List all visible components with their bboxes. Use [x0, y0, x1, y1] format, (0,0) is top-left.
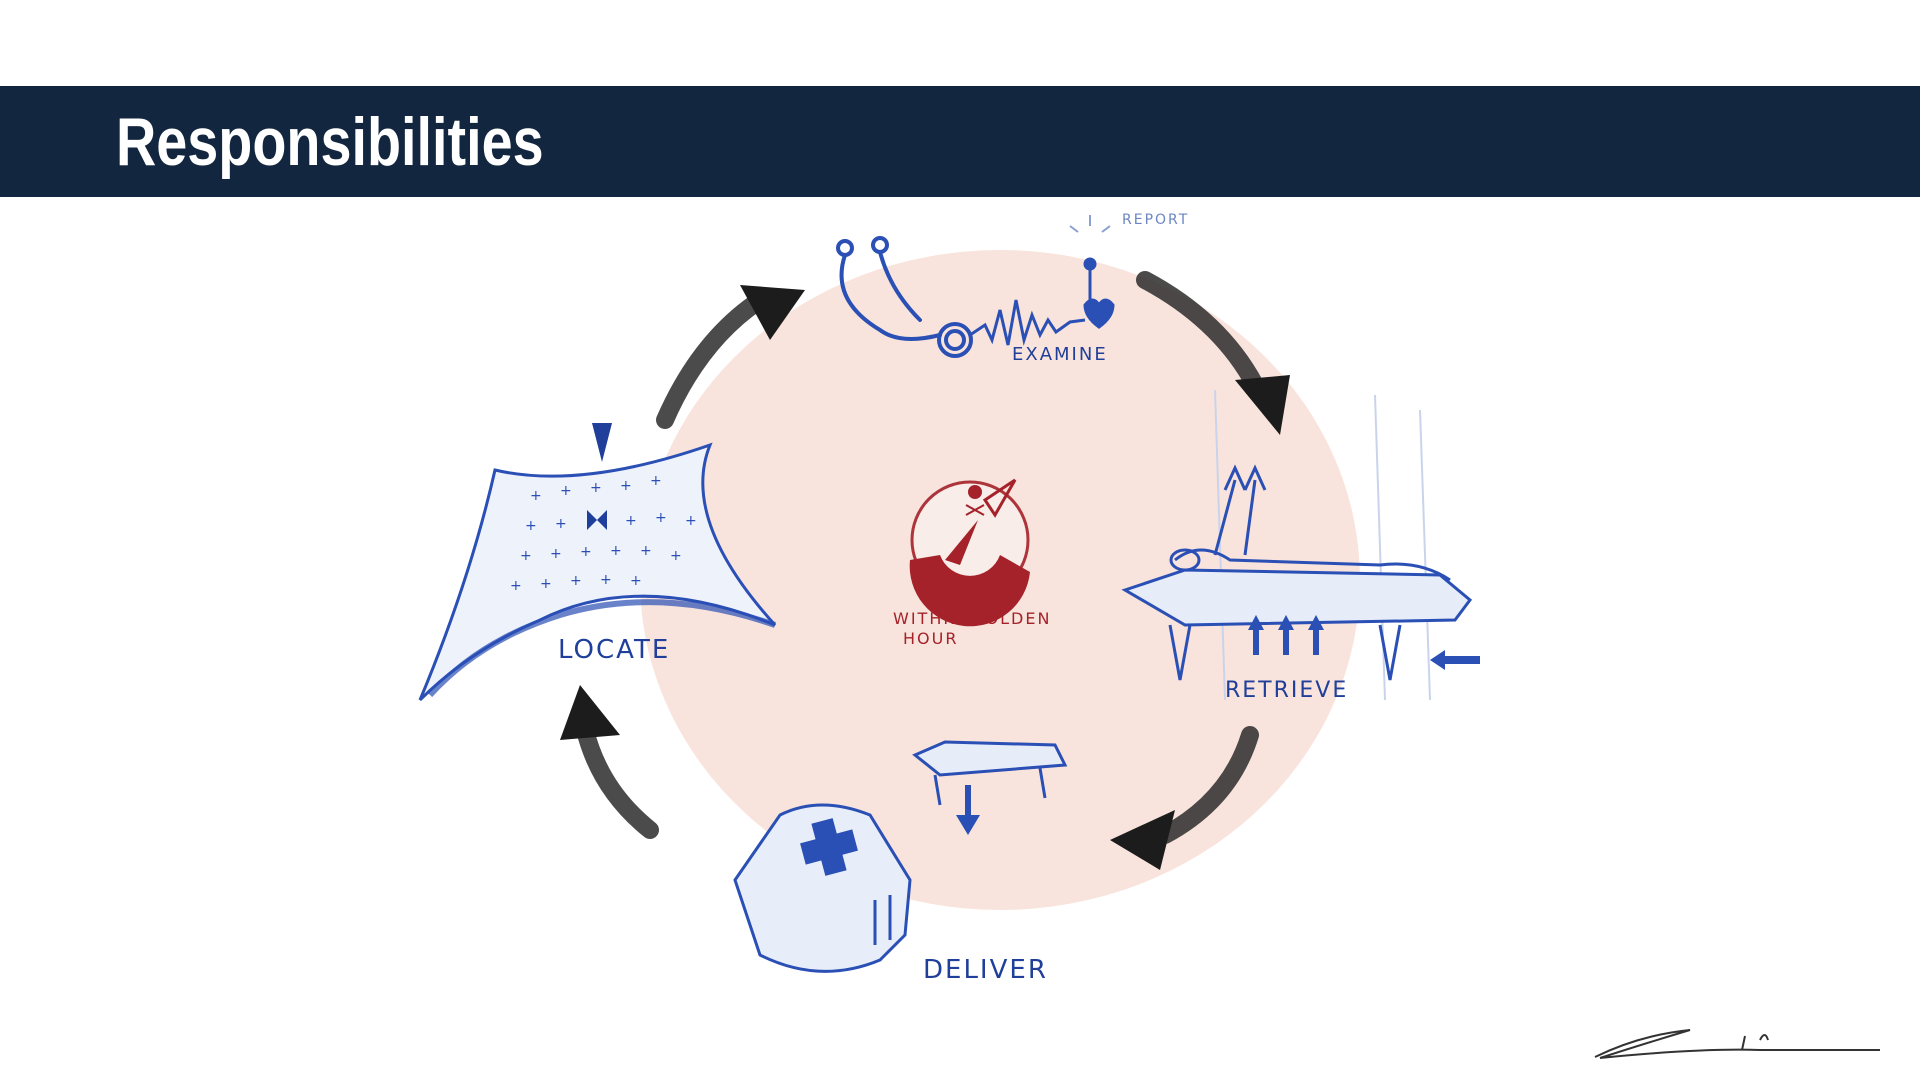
- svg-text:+: +: [510, 578, 522, 594]
- svg-text:+: +: [525, 518, 537, 534]
- locate-label: LOCATE: [558, 635, 670, 665]
- svg-text:+: +: [625, 513, 637, 529]
- svg-text:+: +: [650, 473, 662, 489]
- retrieve-label: RETRIEVE: [1225, 678, 1348, 703]
- locate-target-marker-icon: [587, 423, 612, 530]
- locate-grid-marks: +++++ +++++ ++++++ +++++: [510, 473, 697, 594]
- svg-text:+: +: [555, 516, 567, 532]
- deliver-down-arrow-icon: [956, 785, 980, 835]
- cycle-arrow-retrieve-to-deliver: [1110, 726, 1259, 870]
- svg-text:+: +: [610, 543, 622, 559]
- svg-text:+: +: [530, 488, 542, 504]
- svg-text:+: +: [540, 576, 552, 592]
- deliver-label: DELIVER: [923, 955, 1048, 985]
- deliver-cross-icon: [800, 818, 858, 876]
- svg-text:+: +: [590, 480, 602, 496]
- locate-map-grid-icon: [418, 442, 777, 702]
- svg-text:+: +: [685, 513, 697, 529]
- svg-text:+: +: [520, 548, 532, 564]
- examine-label: EXAMINE: [1012, 344, 1108, 365]
- author-signature: [1594, 1029, 1880, 1059]
- svg-text:+: +: [640, 543, 652, 559]
- svg-text:+: +: [600, 572, 612, 588]
- slide-title: Responsibilities: [116, 104, 544, 180]
- cycle-arrow-examine-to-retrieve: [1136, 271, 1290, 435]
- report-signal-icon: [1069, 215, 1111, 233]
- deliver-hospital-icon: [733, 803, 912, 973]
- golden-hour-clock-icon: [909, 478, 1030, 627]
- golden-hour-label-line2: HOUR: [903, 629, 958, 648]
- responsibilities-cycle-diagram: REPORT EXAMINE RETRIEVE DELIVER: [418, 212, 1880, 1059]
- examine-report-note: REPORT: [1122, 212, 1189, 228]
- cycle-arrow-locate-to-examine: [656, 285, 805, 429]
- retrieve-lift-arrows-icon: [1248, 615, 1480, 670]
- retrieve-stretcher-icon: [1121, 389, 1473, 701]
- svg-text:+: +: [570, 573, 582, 589]
- svg-text:+: +: [620, 478, 632, 494]
- deliver-stretcher-icon: [912, 740, 1068, 806]
- title-bar: Responsibilities: [0, 86, 1920, 197]
- svg-text:+: +: [670, 548, 682, 564]
- svg-text:+: +: [560, 483, 572, 499]
- svg-text:+: +: [550, 546, 562, 562]
- svg-text:+: +: [655, 510, 667, 526]
- examine-heartbeat-icon: [969, 257, 1115, 346]
- golden-hour-label-line1: WITHIN GOLDEN: [893, 609, 1051, 628]
- svg-text:+: +: [580, 544, 592, 560]
- examine-stethoscope-icon: [836, 236, 973, 358]
- cycle-arrow-deliver-to-locate: [560, 685, 659, 839]
- svg-text:+: +: [630, 573, 642, 589]
